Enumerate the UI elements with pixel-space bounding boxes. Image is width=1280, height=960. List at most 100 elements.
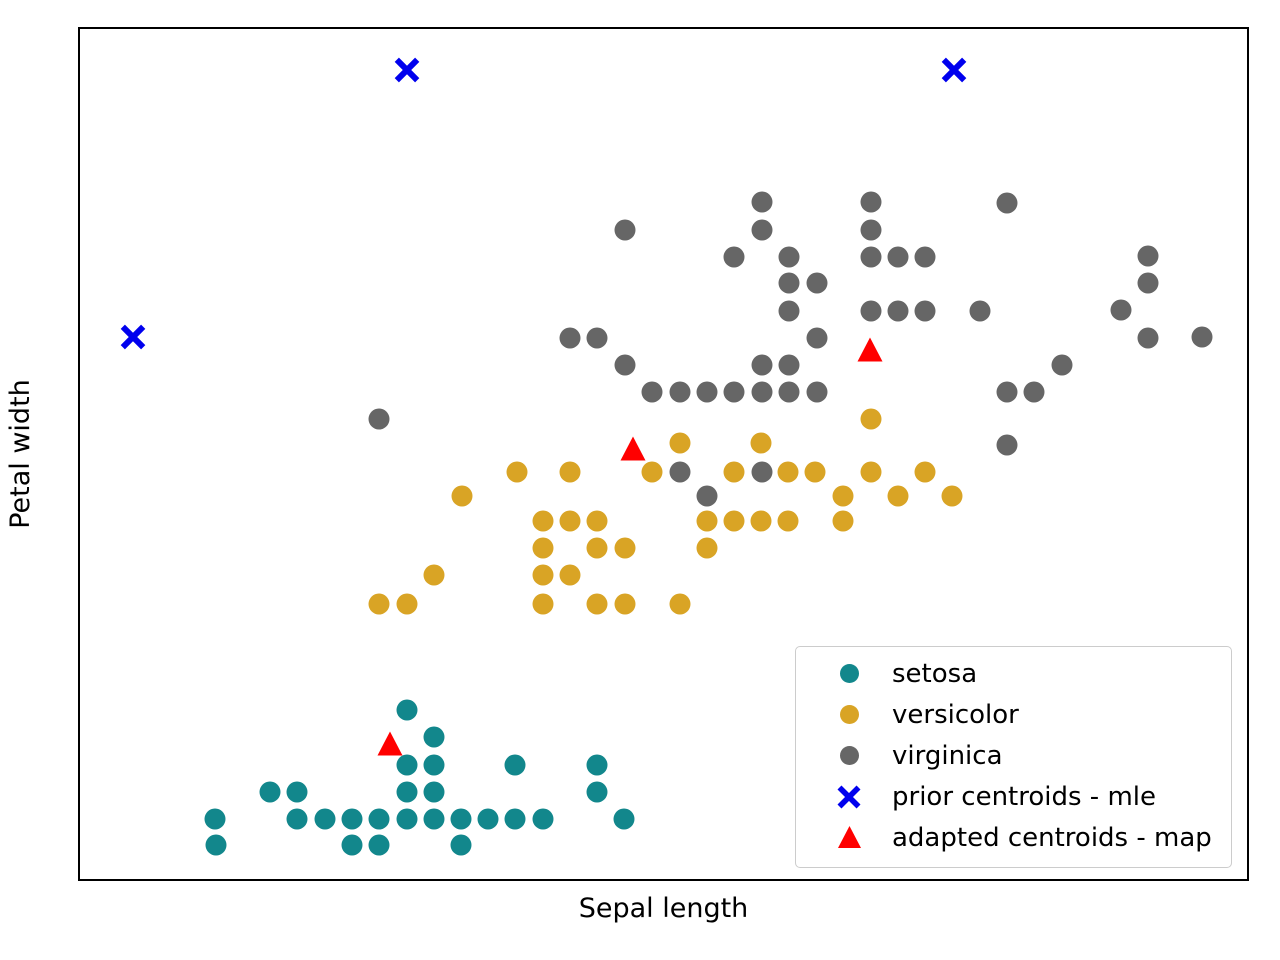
data-point-virginica (614, 219, 636, 241)
data-point-versicolor (696, 510, 718, 532)
data-point-versicolor (532, 537, 554, 559)
data-point-versicolor (532, 564, 554, 586)
data-point-virginica (586, 327, 608, 349)
data-point-virginica (641, 381, 663, 403)
legend-label: prior centroids - mle (892, 781, 1156, 812)
data-point-setosa (396, 808, 418, 830)
adapted-centroid-triangle-icon (857, 337, 884, 368)
data-point-virginica (614, 354, 636, 376)
data-point-virginica (914, 246, 936, 268)
legend-item-virginica[interactable]: virginica (796, 735, 1231, 776)
data-point-versicolor (423, 564, 445, 586)
data-point-virginica (1137, 245, 1159, 267)
data-point-versicolor (559, 510, 581, 532)
x-axis-label: Sepal length (578, 893, 749, 924)
data-point-virginica (778, 246, 800, 268)
data-point-virginica (1051, 354, 1073, 376)
data-point-virginica (778, 300, 800, 322)
y-axis-label: Petal width (4, 379, 36, 529)
data-point-versicolor (750, 432, 772, 454)
data-point-versicolor (832, 485, 854, 507)
data-point-versicolor (368, 593, 390, 615)
data-point-versicolor (559, 461, 581, 483)
data-point-virginica (806, 327, 828, 349)
data-point-setosa (205, 834, 227, 856)
data-point-virginica (751, 219, 773, 241)
data-point-setosa (286, 781, 308, 803)
legend-swatch-circle (818, 705, 880, 724)
legend-label: versicolor (892, 699, 1019, 730)
data-point-virginica (368, 408, 390, 430)
data-point-versicolor (804, 461, 826, 483)
legend-item-prior-centroids---mle[interactable]: prior centroids - mle (796, 776, 1231, 817)
data-point-setosa (423, 781, 445, 803)
data-point-setosa (504, 808, 526, 830)
data-point-versicolor (614, 593, 636, 615)
prior-centroid-x-icon (939, 55, 969, 89)
data-point-virginica (887, 246, 909, 268)
data-point-setosa (613, 808, 635, 830)
legend-circle-icon (839, 746, 859, 765)
data-point-virginica (751, 191, 773, 213)
data-point-setosa (314, 808, 336, 830)
data-point-versicolor (723, 461, 745, 483)
data-point-setosa (586, 781, 608, 803)
data-point-setosa (450, 834, 472, 856)
data-point-virginica (996, 381, 1018, 403)
data-point-virginica (1191, 326, 1213, 348)
data-point-versicolor (669, 593, 691, 615)
data-point-setosa (423, 808, 445, 830)
data-point-virginica (751, 354, 773, 376)
data-point-virginica (778, 381, 800, 403)
legend-swatch-circle (818, 664, 880, 683)
data-point-versicolor (532, 593, 554, 615)
legend-item-versicolor[interactable]: versicolor (796, 694, 1231, 735)
prior-centroid-x-icon (118, 322, 148, 356)
data-point-versicolor (586, 537, 608, 559)
data-point-setosa (450, 808, 472, 830)
data-point-versicolor (586, 593, 608, 615)
data-point-virginica (723, 381, 745, 403)
data-point-versicolor (723, 510, 745, 532)
data-point-virginica (860, 300, 882, 322)
data-point-setosa (204, 808, 226, 830)
data-point-virginica (1110, 299, 1132, 321)
data-point-virginica (778, 272, 800, 294)
legend-triangle-icon (818, 825, 880, 850)
prior-centroid-x-icon (392, 55, 422, 89)
data-point-versicolor (696, 537, 718, 559)
data-point-setosa (341, 808, 363, 830)
data-point-virginica (969, 300, 991, 322)
data-point-setosa (286, 808, 308, 830)
data-points-layer (80, 29, 1247, 879)
data-point-virginica (887, 300, 909, 322)
data-point-versicolor (777, 510, 799, 532)
data-point-versicolor (641, 461, 663, 483)
data-point-virginica (696, 381, 718, 403)
data-point-versicolor (451, 485, 473, 507)
legend-item-adapted-centroids---map[interactable]: adapted centroids - map (796, 817, 1231, 858)
data-point-versicolor (669, 432, 691, 454)
data-point-virginica (914, 300, 936, 322)
data-point-versicolor (860, 461, 882, 483)
data-point-versicolor (506, 461, 528, 483)
data-point-virginica (996, 192, 1018, 214)
data-point-setosa (396, 781, 418, 803)
legend-item-setosa[interactable]: setosa (796, 653, 1231, 694)
data-point-virginica (1137, 272, 1159, 294)
legend-swatch-circle (818, 746, 880, 765)
data-point-setosa (586, 754, 608, 776)
data-point-setosa (477, 808, 499, 830)
data-point-versicolor (941, 485, 963, 507)
adapted-centroid-triangle-icon (377, 731, 404, 762)
chart-legend: setosa versicolor virginica prior centroids… (795, 646, 1232, 868)
data-point-setosa (423, 726, 445, 748)
data-point-versicolor (914, 461, 936, 483)
data-point-virginica (806, 272, 828, 294)
data-point-setosa (396, 754, 418, 776)
data-point-virginica (669, 461, 691, 483)
data-point-setosa (396, 699, 418, 721)
data-point-versicolor (559, 564, 581, 586)
data-point-versicolor (750, 510, 772, 532)
